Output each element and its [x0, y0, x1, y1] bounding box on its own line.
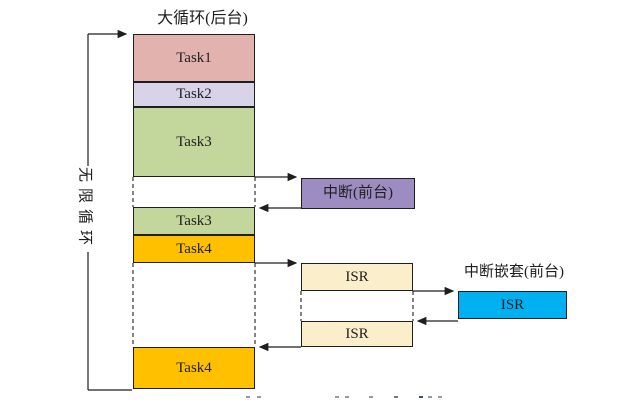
interrupt-foreground-box: 中断(前台) [301, 178, 415, 209]
isr-label-second: ISR [345, 325, 369, 342]
task2-box: Task2 [133, 82, 255, 107]
nested-interrupt-title: 中断嵌套(前台) [464, 264, 564, 280]
background-loop-title: 大循环(后台) [157, 10, 248, 27]
task3-label-first: Task3 [176, 133, 212, 150]
nested-isr-label: ISR [500, 296, 525, 313]
nested-isr-box: ISR [458, 291, 567, 319]
task1-box: Task1 [133, 34, 255, 82]
task4-label-first: Task4 [176, 240, 212, 257]
task3-box-second: Task3 [133, 207, 255, 235]
isr-box-second: ISR [301, 321, 413, 347]
task2-label: Task2 [176, 86, 212, 102]
interrupt-foreground-label: 中断(前台) [323, 185, 393, 201]
task1-label: Task1 [176, 49, 212, 66]
task4-box-second: Task4 [133, 347, 255, 389]
task4-box-first: Task4 [133, 235, 255, 263]
infinite-loop-label: 无限循环 [76, 166, 93, 252]
task3-box-first: Task3 [133, 107, 255, 177]
isr-label-first: ISR [345, 268, 369, 285]
task4-label-second: Task4 [176, 359, 212, 376]
task3-label-second: Task3 [176, 212, 212, 229]
isr-box-first: ISR [301, 263, 413, 291]
